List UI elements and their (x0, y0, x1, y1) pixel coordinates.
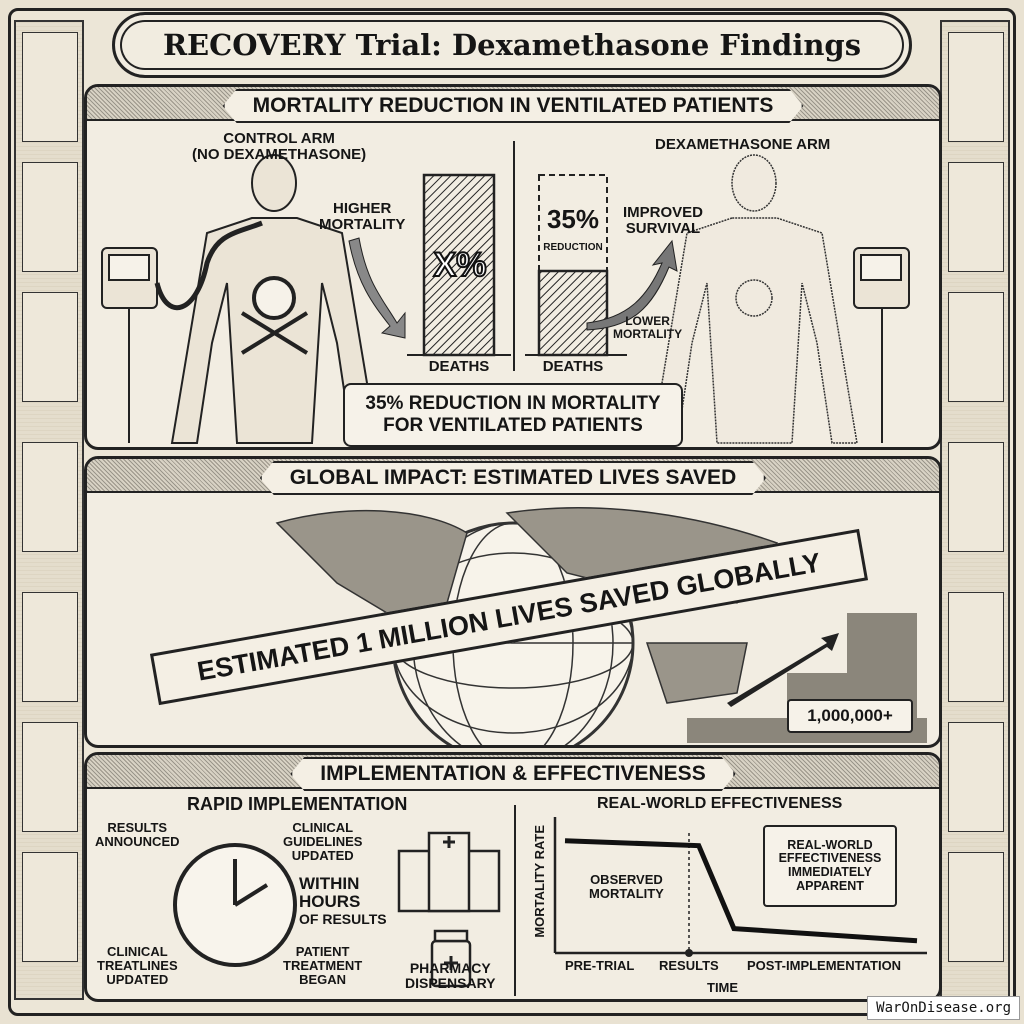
pharmacy-bottle-icon (430, 929, 472, 988)
x-tick-results: RESULTS (659, 958, 719, 973)
dex-deaths-bar (537, 269, 609, 357)
global-impact-panel: GLOBAL IMPACT: ESTIMATED LIVES SAVED EST… (84, 456, 942, 748)
skull-crossbones-icon (240, 276, 309, 355)
implementation-panel: IMPLEMENTATION & EFFECTIVENESS RAPID IMP… (84, 752, 942, 1002)
y-axis-label: MORTALITY RATE (532, 825, 547, 938)
clock-icon (173, 843, 297, 967)
section-header: GLOBAL IMPACT: ESTIMATED LIVES SAVED (260, 461, 766, 495)
mortality-rate-line (564, 838, 918, 944)
dexamethasone-arm-label: DEXAMETHASONE ARM (655, 136, 831, 153)
growth-arrow-icon (727, 633, 839, 707)
bar-chart-icon (948, 32, 1004, 142)
section-header: IMPLEMENTATION & EFFECTIVENESS (290, 757, 735, 791)
down-arrow-icon (348, 237, 406, 339)
ventilator-monitor-icon (853, 247, 910, 443)
bar-chart-icon (948, 442, 1004, 552)
flask-icon (22, 592, 78, 702)
control-bar-value: X% (433, 246, 488, 284)
microscope-icon (948, 852, 1004, 962)
x-tick-pre-trial: PRE-TRIAL (565, 958, 635, 973)
x-axis-label: TIME (707, 980, 739, 995)
results-marker-dot (685, 949, 693, 957)
left-lab-icon-column (14, 20, 84, 1000)
lives-saved-count-badge: 1,000,000+ (787, 699, 913, 733)
up-arrow-icon (586, 239, 678, 331)
x-tick-post-implementation: POST-IMPLEMENTATION (747, 958, 902, 973)
effectiveness-chart (553, 817, 927, 957)
mortality-panel: MORTALITY REDUCTION IN VENTILATED PATIEN… (84, 84, 942, 450)
page-title: RECOVERY Trial: Dexamethasone Findings (112, 12, 912, 78)
dexamethasone-patient-figure (651, 154, 858, 444)
section-header-ribbon: IMPLEMENTATION & EFFECTIVENESS (87, 755, 939, 789)
flask-icon (948, 292, 1004, 402)
right-lab-icon-column (940, 20, 1010, 1000)
watermark: WarOnDisease.org (867, 996, 1020, 1020)
ventilator-monitor-icon (101, 220, 263, 443)
control-patient-figure (170, 154, 379, 444)
dex-bar-label: DEATHS (542, 358, 604, 375)
section-header: MORTALITY REDUCTION IN VENTILATED PATIEN… (223, 89, 804, 123)
implementation-illustration (173, 805, 927, 996)
reduction-label: REDUCTION (543, 242, 603, 253)
reduction-value: 35% (546, 204, 600, 234)
mortality-illustration (101, 141, 910, 444)
control-bar-label: DEATHS (428, 358, 490, 375)
control-arm-label: CONTROL ARM(NO DEXAMETHASONE) (192, 130, 367, 164)
microscope-icon (22, 852, 78, 962)
hospital-icon (397, 831, 501, 913)
flask-icon (948, 592, 1004, 702)
section-header-ribbon: GLOBAL IMPACT: ESTIMATED LIVES SAVED (87, 459, 939, 493)
chart-icon (22, 442, 78, 552)
magnifier-icon (948, 162, 1004, 272)
microscope-icon (22, 162, 78, 272)
flask-icon (22, 292, 78, 402)
section-header-ribbon: MORTALITY REDUCTION IN VENTILATED PATIEN… (87, 87, 939, 121)
rapid-implementation-title: RAPID IMPLEMENTATION (187, 794, 408, 814)
pie-chart-icon (22, 722, 78, 832)
effectiveness-title: REAL-WORLD EFFECTIVENESS (597, 795, 843, 812)
bar-chart-icon (948, 722, 1004, 832)
microscope-icon (22, 32, 78, 142)
control-deaths-bar (422, 173, 496, 357)
